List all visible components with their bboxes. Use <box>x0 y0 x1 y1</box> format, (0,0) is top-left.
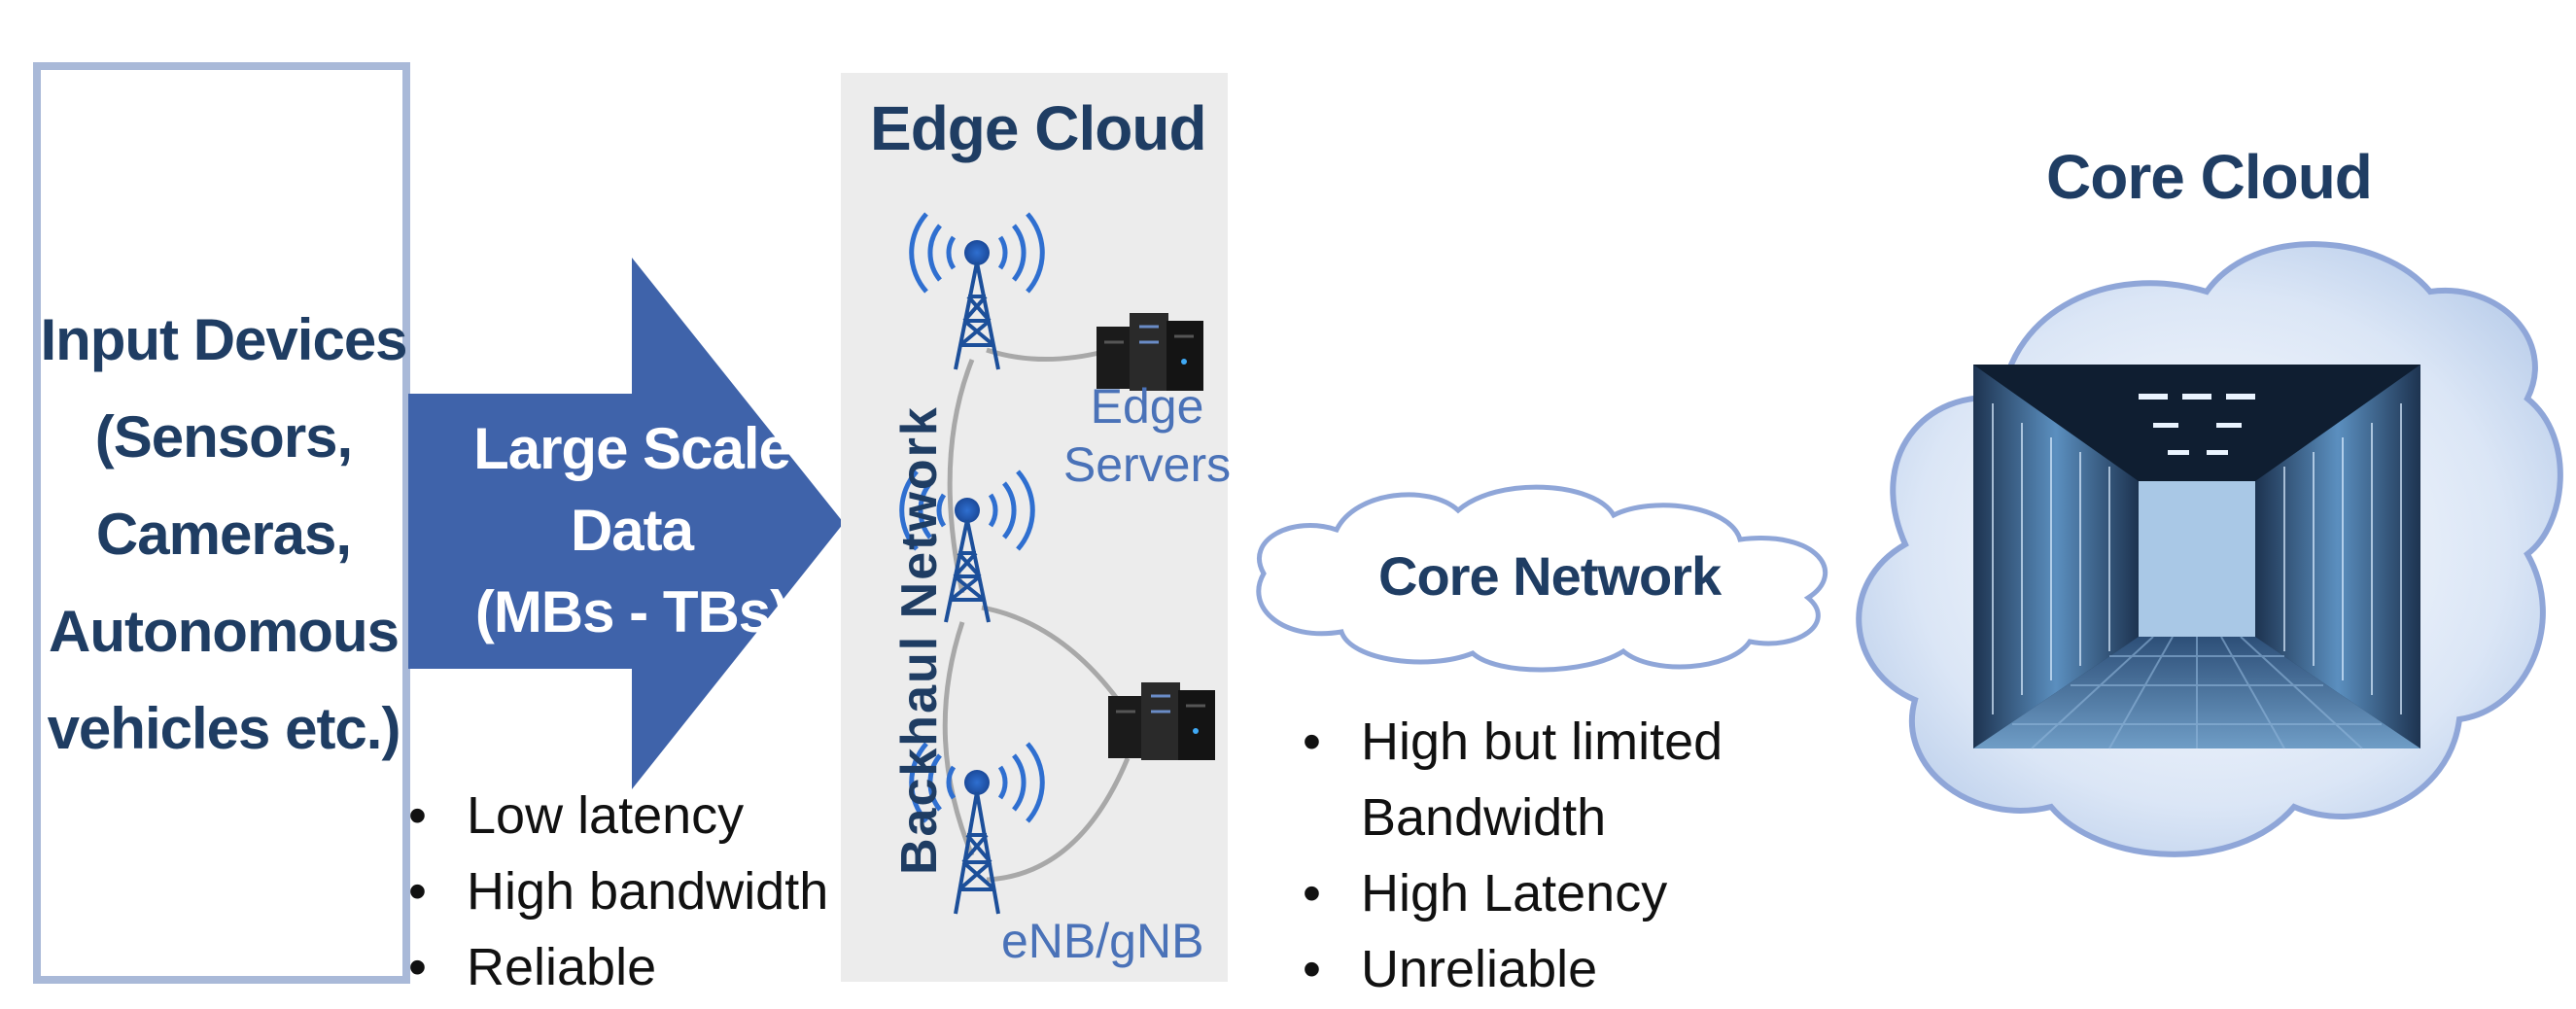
input-devices-line-2: (Sensors, <box>94 404 353 470</box>
input-devices-line-5: vehicles etc.) <box>47 696 401 761</box>
arrow-line-3: (MBs - TBs) <box>474 579 789 644</box>
input-devices-line-3: Cameras, <box>95 502 352 567</box>
edge-server-icon-1 <box>1097 313 1203 391</box>
cell-tower-icon-2 <box>899 470 1035 623</box>
core-network-property-item: High but limited Bandwidth <box>1303 704 1723 855</box>
edge-cloud-title: Edge Cloud <box>870 93 1207 163</box>
cell-tower-icon-1 <box>909 212 1045 370</box>
cell-tower-icon-3 <box>909 742 1045 915</box>
core-network-properties-list: High but limited Bandwidth High Latency … <box>1303 704 1723 1007</box>
core-network-property-line: High Latency <box>1361 864 1668 922</box>
base-station-label: eNB/gNB <box>1001 914 1204 968</box>
core-network-property-line: High but limited <box>1361 713 1723 771</box>
arrow-line-2: Data <box>570 498 694 563</box>
backhaul-links <box>942 347 1131 883</box>
edge-servers-line-2: Servers <box>1062 437 1232 492</box>
core-network-property-line: Unreliable <box>1361 940 1598 998</box>
core-cloud-title: Core Cloud <box>2046 142 2373 212</box>
edge-property-item: Low latency <box>408 778 828 853</box>
input-devices-line-1: Input Devices <box>40 307 407 372</box>
core-network-property-line: Bandwidth <box>1361 788 1607 847</box>
core-network-property-item: High Latency <box>1303 855 1723 931</box>
core-network-property-item: Unreliable <box>1303 931 1723 1007</box>
input-devices-box <box>33 62 410 984</box>
core-network-cloud-shape <box>1256 484 1828 673</box>
input-devices-label: Input Devices (Sensors, Cameras, Autonom… <box>39 292 408 778</box>
edge-servers-label: Edge Servers <box>1060 377 1235 494</box>
edge-property-item: Reliable <box>408 929 828 1005</box>
core-network-label: Core Network <box>1378 545 1722 607</box>
input-devices-line-4: Autonomous <box>49 599 400 664</box>
edge-property-item: High bandwidth <box>408 853 828 929</box>
backhaul-network-label: Backhaul Network <box>891 405 948 875</box>
data-flow-arrow <box>408 258 844 789</box>
arrow-line-1: Large Scale <box>473 416 791 481</box>
datacenter-image <box>1973 365 2420 749</box>
edge-server-icon-2 <box>1108 682 1215 760</box>
edge-servers-line-1: Edge <box>1090 379 1204 434</box>
edge-properties-list: Low latency High bandwidth Reliable <box>408 778 828 1005</box>
arrow-label: Large Scale Data (MBs - TBs) <box>428 408 836 653</box>
